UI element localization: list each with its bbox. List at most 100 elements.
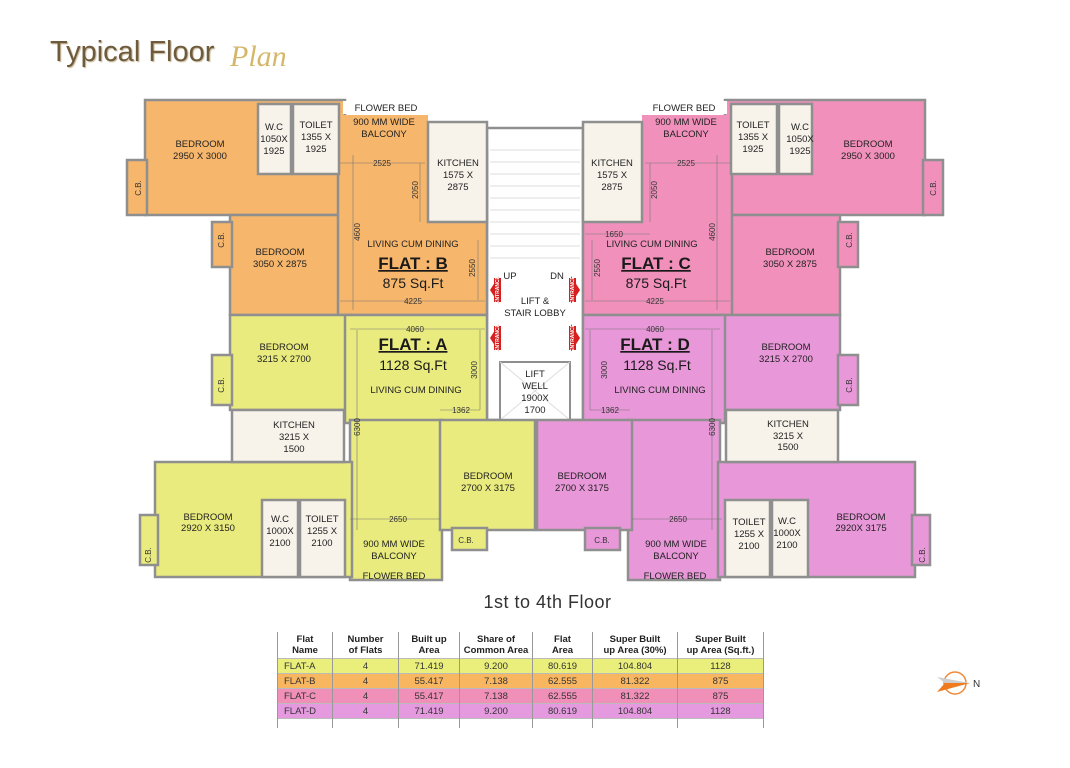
lobby-label: LIFT &: [521, 296, 550, 307]
flat-c-kitchen-size2: 2875: [601, 182, 622, 193]
flat-d-bedroom2-size: 2920X 3175: [835, 523, 886, 534]
flat-c-wc-size: 1050X: [786, 134, 814, 145]
dimension-label: 6300: [708, 418, 717, 436]
flat-a-kitchen-label: KITCHEN: [273, 420, 315, 431]
flat-c-bedroom2-size: 3050 X 2875: [763, 259, 817, 270]
flat-d-toilet-size: 1255 X: [734, 529, 765, 540]
flat-d-kitchen-size: 3215 X: [773, 431, 804, 442]
cupboard-label: C.B.: [458, 536, 474, 545]
cell-common: 7.138: [459, 688, 533, 704]
dimension-label: 1362: [601, 406, 619, 415]
dimension-label: 1650: [605, 230, 623, 239]
dimension-label: 4225: [404, 297, 422, 306]
flat-c-balcony-label2: BALCONY: [663, 129, 709, 140]
flat-b-title: FLAT : B: [378, 254, 448, 273]
dimension-label: 2550: [593, 259, 602, 277]
dimension-label: 2050: [411, 181, 420, 199]
flat-d-bedroom2-label: BEDROOM: [836, 512, 885, 523]
cell-common: 9.200: [459, 703, 533, 719]
flat-d-toilet-size2: 2100: [738, 541, 759, 552]
dimension-label: 1362: [452, 406, 470, 415]
entrance-label: ENTRANCE: [495, 275, 501, 303]
cell-super-30: 104.804: [592, 703, 678, 719]
flat-d-title: FLAT : D: [620, 335, 690, 354]
cell-count: 4: [332, 673, 399, 689]
cupboard-label: C.B.: [845, 377, 854, 393]
flat-c-bedroom-label: BEDROOM: [843, 139, 892, 150]
entrance-arrow-flat-c: ENTRANCE: [569, 275, 580, 304]
dimension-label: 4060: [406, 325, 424, 334]
flat-a-bedroom3-label: BEDROOM: [463, 471, 512, 482]
flat-c-wc-size2: 1925: [789, 146, 810, 157]
lobby-label2: STAIR LOBBY: [504, 308, 566, 319]
flat-b-area: 875 Sq.Ft: [383, 275, 444, 291]
cupboard-label: C.B.: [845, 232, 854, 248]
dimension-label: 2525: [677, 159, 695, 168]
flat-c-bedroom-size: 2950 X 3000: [841, 151, 895, 162]
flat-c-area: 875 Sq.Ft: [626, 275, 687, 291]
lift-well-label2: WELL: [522, 381, 548, 392]
flat-a-living-label: LIVING CUM DINING: [370, 385, 461, 396]
cell-super-sqft: 1128: [677, 658, 764, 674]
cell-flat-area: 62.555: [532, 688, 593, 704]
cupboard-label: C.B.: [918, 547, 927, 563]
dimension-label: 2550: [468, 259, 477, 277]
flat-a-toilet-label: TOILET: [305, 514, 338, 525]
page-title-script: Plan: [230, 40, 287, 73]
cell-built-up: 71.419: [398, 658, 460, 674]
flat-b-balcony-label2: BALCONY: [361, 129, 407, 140]
flat-b-balcony-label: 900 MM WIDE: [353, 117, 415, 128]
flat-d-balcony-label: 900 MM WIDE: [645, 539, 707, 550]
cell-super-30: 81.322: [592, 688, 678, 704]
flat-c-flower-bed: FLOWER BED: [653, 103, 716, 114]
cell-count: 4: [332, 688, 399, 704]
cell-name: FLAT-B: [277, 673, 333, 689]
flat-c-toilet-size: 1355 X: [738, 132, 769, 143]
flat-d-living-label: LIVING CUM DINING: [614, 385, 705, 396]
entrance-label: ENTRANCE: [495, 323, 501, 351]
flat-c-kitchen-size: 1575 X: [597, 170, 628, 181]
entrance-label: ENTRANCE: [570, 275, 576, 303]
flat-d-balcony-label2: BALCONY: [653, 551, 699, 562]
flat-b-living-label: LIVING CUM DINING: [367, 239, 458, 250]
cupboard-label: C.B.: [594, 536, 610, 545]
flat-b-bedroom2-size: 3050 X 2875: [253, 259, 307, 270]
flat-b-toilet-size: 1355 X: [301, 132, 332, 143]
cell-name: FLAT-A: [277, 658, 333, 674]
cupboard-label: C.B.: [144, 547, 153, 563]
flat-d: [535, 313, 932, 582]
flat-a-balcony-label: 900 MM WIDE: [363, 539, 425, 550]
flat-a-bedroom3-size: 2700 X 3175: [461, 483, 515, 494]
flat-b: [125, 98, 489, 317]
flat-a-toilet-size: 1255 X: [307, 526, 338, 537]
flat-b-wc-label: W.C: [265, 122, 283, 133]
cell-super-30: 104.804: [592, 658, 678, 674]
cupboard-label: C.B.: [929, 180, 938, 196]
cell-super-sqft: 875: [677, 673, 764, 689]
dimension-label: 2650: [669, 515, 687, 524]
cell-common: 7.138: [459, 673, 533, 689]
cupboard-label: C.B.: [217, 377, 226, 393]
flat-c-toilet-size2: 1925: [742, 144, 763, 155]
flat-d-toilet-label: TOILET: [732, 517, 765, 528]
cell-flat-area: 80.619: [532, 658, 593, 674]
flat-d-bedroom3-label: BEDROOM: [557, 471, 606, 482]
flat-d-kitchen-label: KITCHEN: [767, 419, 809, 430]
flat-c-title: FLAT : C: [621, 254, 691, 273]
flat-a-wc-size: 1000X: [266, 526, 294, 537]
floor-range-caption: 1st to 4th Floor: [483, 592, 612, 612]
flat-d-wc-size: 1000X: [773, 528, 801, 539]
flat-c-toilet-label: TOILET: [736, 120, 769, 131]
flat-b-kitchen-label: KITCHEN: [437, 158, 479, 169]
compass-north-label: N: [973, 679, 980, 690]
flat-d-wc-size2: 2100: [776, 540, 797, 551]
flat-a: [138, 313, 537, 582]
flat-b-kitchen-size2: 2875: [447, 182, 468, 193]
